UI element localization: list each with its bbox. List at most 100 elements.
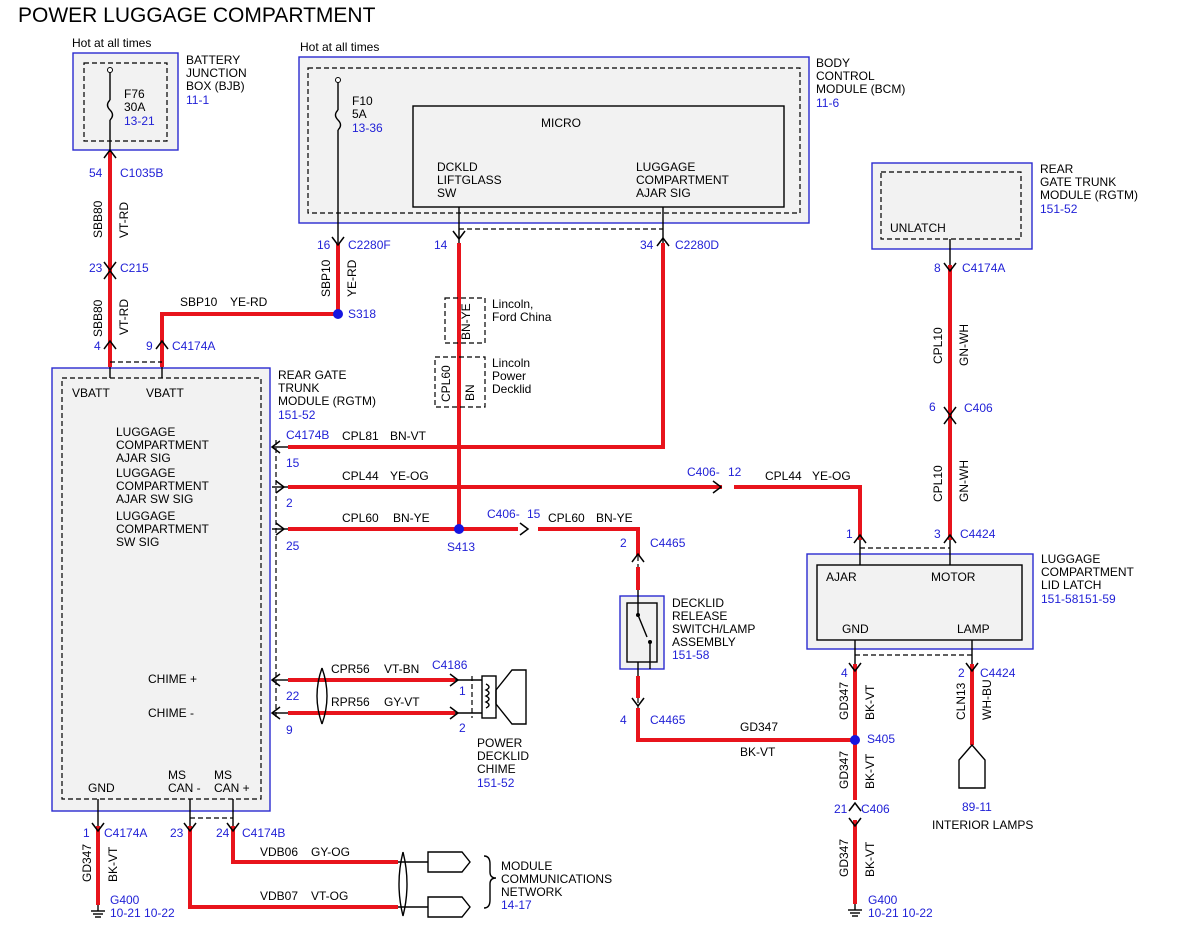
conn-c4174a3: C4174A bbox=[104, 826, 147, 840]
pin-1: 1 bbox=[846, 527, 853, 541]
option-box-1 bbox=[444, 297, 486, 344]
rgtm-top-box bbox=[871, 162, 1033, 250]
bcm-in2-1: LUGGAGE bbox=[636, 160, 695, 174]
rgtm-can-pos-2: CAN + bbox=[214, 781, 250, 795]
bcm-in1-3: SW bbox=[437, 186, 457, 200]
wire-vtrd-1: VT-RD bbox=[117, 202, 131, 238]
pin-15: 15 bbox=[286, 456, 300, 470]
option2-wire-2: BN bbox=[463, 384, 477, 401]
pin-16: 16 bbox=[317, 238, 331, 252]
option2-wire-1: CPL60 bbox=[439, 365, 453, 402]
lamp-connector-icon bbox=[958, 743, 986, 789]
bcm-name-2: CONTROL bbox=[816, 69, 875, 83]
wire-sbp10-1: SBP10 bbox=[319, 259, 333, 297]
pin-23: 23 bbox=[89, 261, 103, 275]
rgtm-sig2-1: LUGGAGE bbox=[116, 466, 175, 480]
conn-c4465b: C4465 bbox=[650, 713, 686, 727]
rgtm-sig2-3: AJAR SW SIG bbox=[116, 492, 193, 506]
conn-c4186: C4186 bbox=[432, 658, 468, 672]
diagram-title: POWER LUGGAGE COMPARTMENT bbox=[18, 4, 376, 27]
splice-s318-label: S318 bbox=[348, 307, 376, 321]
latch-ajar: AJAR bbox=[826, 570, 857, 584]
rgtm-chime-neg: CHIME - bbox=[148, 706, 194, 720]
wire-rpr56: RPR56 bbox=[331, 695, 370, 709]
wire-cpl60-1: CPL60 bbox=[342, 511, 379, 525]
wire-bkvt-4: BK-VT bbox=[106, 846, 120, 882]
wire-bkvt-1: BK-VT bbox=[863, 684, 877, 720]
conn-c2280d: C2280D bbox=[675, 238, 719, 252]
pin-34: 34 bbox=[640, 238, 654, 252]
rgtm-top-name-3: MODULE (RGTM) bbox=[1040, 188, 1138, 202]
pin-1c: 1 bbox=[459, 684, 466, 698]
switch-box bbox=[619, 595, 665, 670]
rgtm-sig1-2: COMPARTMENT bbox=[116, 438, 210, 452]
pin-1g: 1 bbox=[83, 826, 90, 840]
conn-c4174b2: C4174B bbox=[242, 826, 285, 840]
wire-gd347-3: GD347 bbox=[837, 839, 851, 877]
wire-sbb80-2: SBB80 bbox=[91, 299, 105, 337]
rgtm-sig1-1: LUGGAGE bbox=[116, 425, 175, 439]
rgtm-top-ref: 151-52 bbox=[1040, 202, 1078, 216]
conn-c1035b: C1035B bbox=[120, 166, 163, 180]
rgtm-top-unlatch: UNLATCH bbox=[890, 221, 946, 235]
option1-text-1: Lincoln, bbox=[492, 297, 533, 311]
rgtm-sig1-3: AJAR SIG bbox=[116, 451, 171, 465]
wire-yerd-2: YE-RD bbox=[230, 295, 268, 309]
switch-name-2: RELEASE bbox=[672, 609, 727, 623]
switch-name-1: DECKLID bbox=[672, 596, 724, 610]
rgtm-ref: 151-52 bbox=[278, 408, 316, 422]
lamps-name: INTERIOR LAMPS bbox=[932, 818, 1033, 832]
chime-name-3: CHIME bbox=[477, 762, 516, 776]
rgtm-gnd: GND bbox=[88, 781, 115, 795]
latch-name-2: COMPARTMENT bbox=[1041, 565, 1135, 579]
wire-yerd-1: YE-RD bbox=[345, 259, 359, 297]
rgtm-sig2-2: COMPARTMENT bbox=[116, 479, 210, 493]
pin-15b: 15 bbox=[527, 507, 541, 521]
latch-name-3: LID LATCH bbox=[1041, 578, 1101, 592]
rgtm-top-name-1: REAR bbox=[1040, 162, 1074, 176]
conn-c4174a2: C4174A bbox=[962, 261, 1005, 275]
ground-right-pages: 10-21 10-22 bbox=[868, 906, 933, 920]
wire-vdb06: VDB06 bbox=[260, 845, 298, 859]
wire-whbu: WH-BU bbox=[980, 679, 994, 720]
terminals bbox=[91, 148, 979, 833]
pin-25: 25 bbox=[286, 539, 300, 553]
rgtm-sig3-1: LUGGAGE bbox=[116, 509, 175, 523]
pin-54: 54 bbox=[89, 166, 103, 180]
bcm-amps: 5A bbox=[352, 107, 367, 121]
wire-gd347-5: GD347 bbox=[740, 720, 778, 734]
conn-c406-12: C406- bbox=[687, 465, 720, 479]
splice-s413-label: S413 bbox=[447, 540, 475, 554]
bcm-in2-2: COMPARTMENT bbox=[636, 173, 730, 187]
chime-name-1: POWER bbox=[477, 736, 523, 750]
splice-s405 bbox=[850, 735, 860, 745]
pin-9b: 9 bbox=[286, 723, 293, 737]
network-name-3: NETWORK bbox=[501, 885, 562, 899]
option2-text-2: Power bbox=[492, 369, 526, 383]
option2-text-3: Decklid bbox=[492, 382, 531, 396]
bjb-amps: 30A bbox=[124, 100, 145, 114]
wire-gnwh-2: GN-WH bbox=[957, 460, 971, 502]
bcm-box bbox=[298, 56, 810, 224]
bjb-name-1: BATTERY bbox=[186, 53, 240, 67]
latch-name-1: LUGGAGE bbox=[1041, 552, 1100, 566]
wire-gd347-2: GD347 bbox=[837, 751, 851, 789]
conn-c2280f: C2280F bbox=[348, 238, 391, 252]
rgtm-can-neg-1: MS bbox=[168, 768, 186, 782]
wire-bnvt: BN-VT bbox=[390, 429, 427, 443]
wires bbox=[96, 152, 974, 909]
network-connector-icon bbox=[398, 851, 497, 918]
pin-3: 3 bbox=[934, 527, 941, 541]
option-box-2 bbox=[434, 356, 486, 408]
pin-4b: 4 bbox=[620, 713, 627, 727]
pin-12: 12 bbox=[728, 465, 742, 479]
conn-c406b: C406 bbox=[861, 802, 890, 816]
bcm-micro: MICRO bbox=[541, 116, 581, 130]
rgtm-sig3-3: SW SIG bbox=[116, 535, 159, 549]
latch-motor: MOTOR bbox=[931, 570, 976, 584]
wire-vtrd-2: VT-RD bbox=[117, 299, 131, 335]
wire-bkvt-2: BK-VT bbox=[863, 753, 877, 789]
ground-right-name: G400 bbox=[868, 893, 898, 907]
wire-cpl81: CPL81 bbox=[342, 429, 379, 443]
